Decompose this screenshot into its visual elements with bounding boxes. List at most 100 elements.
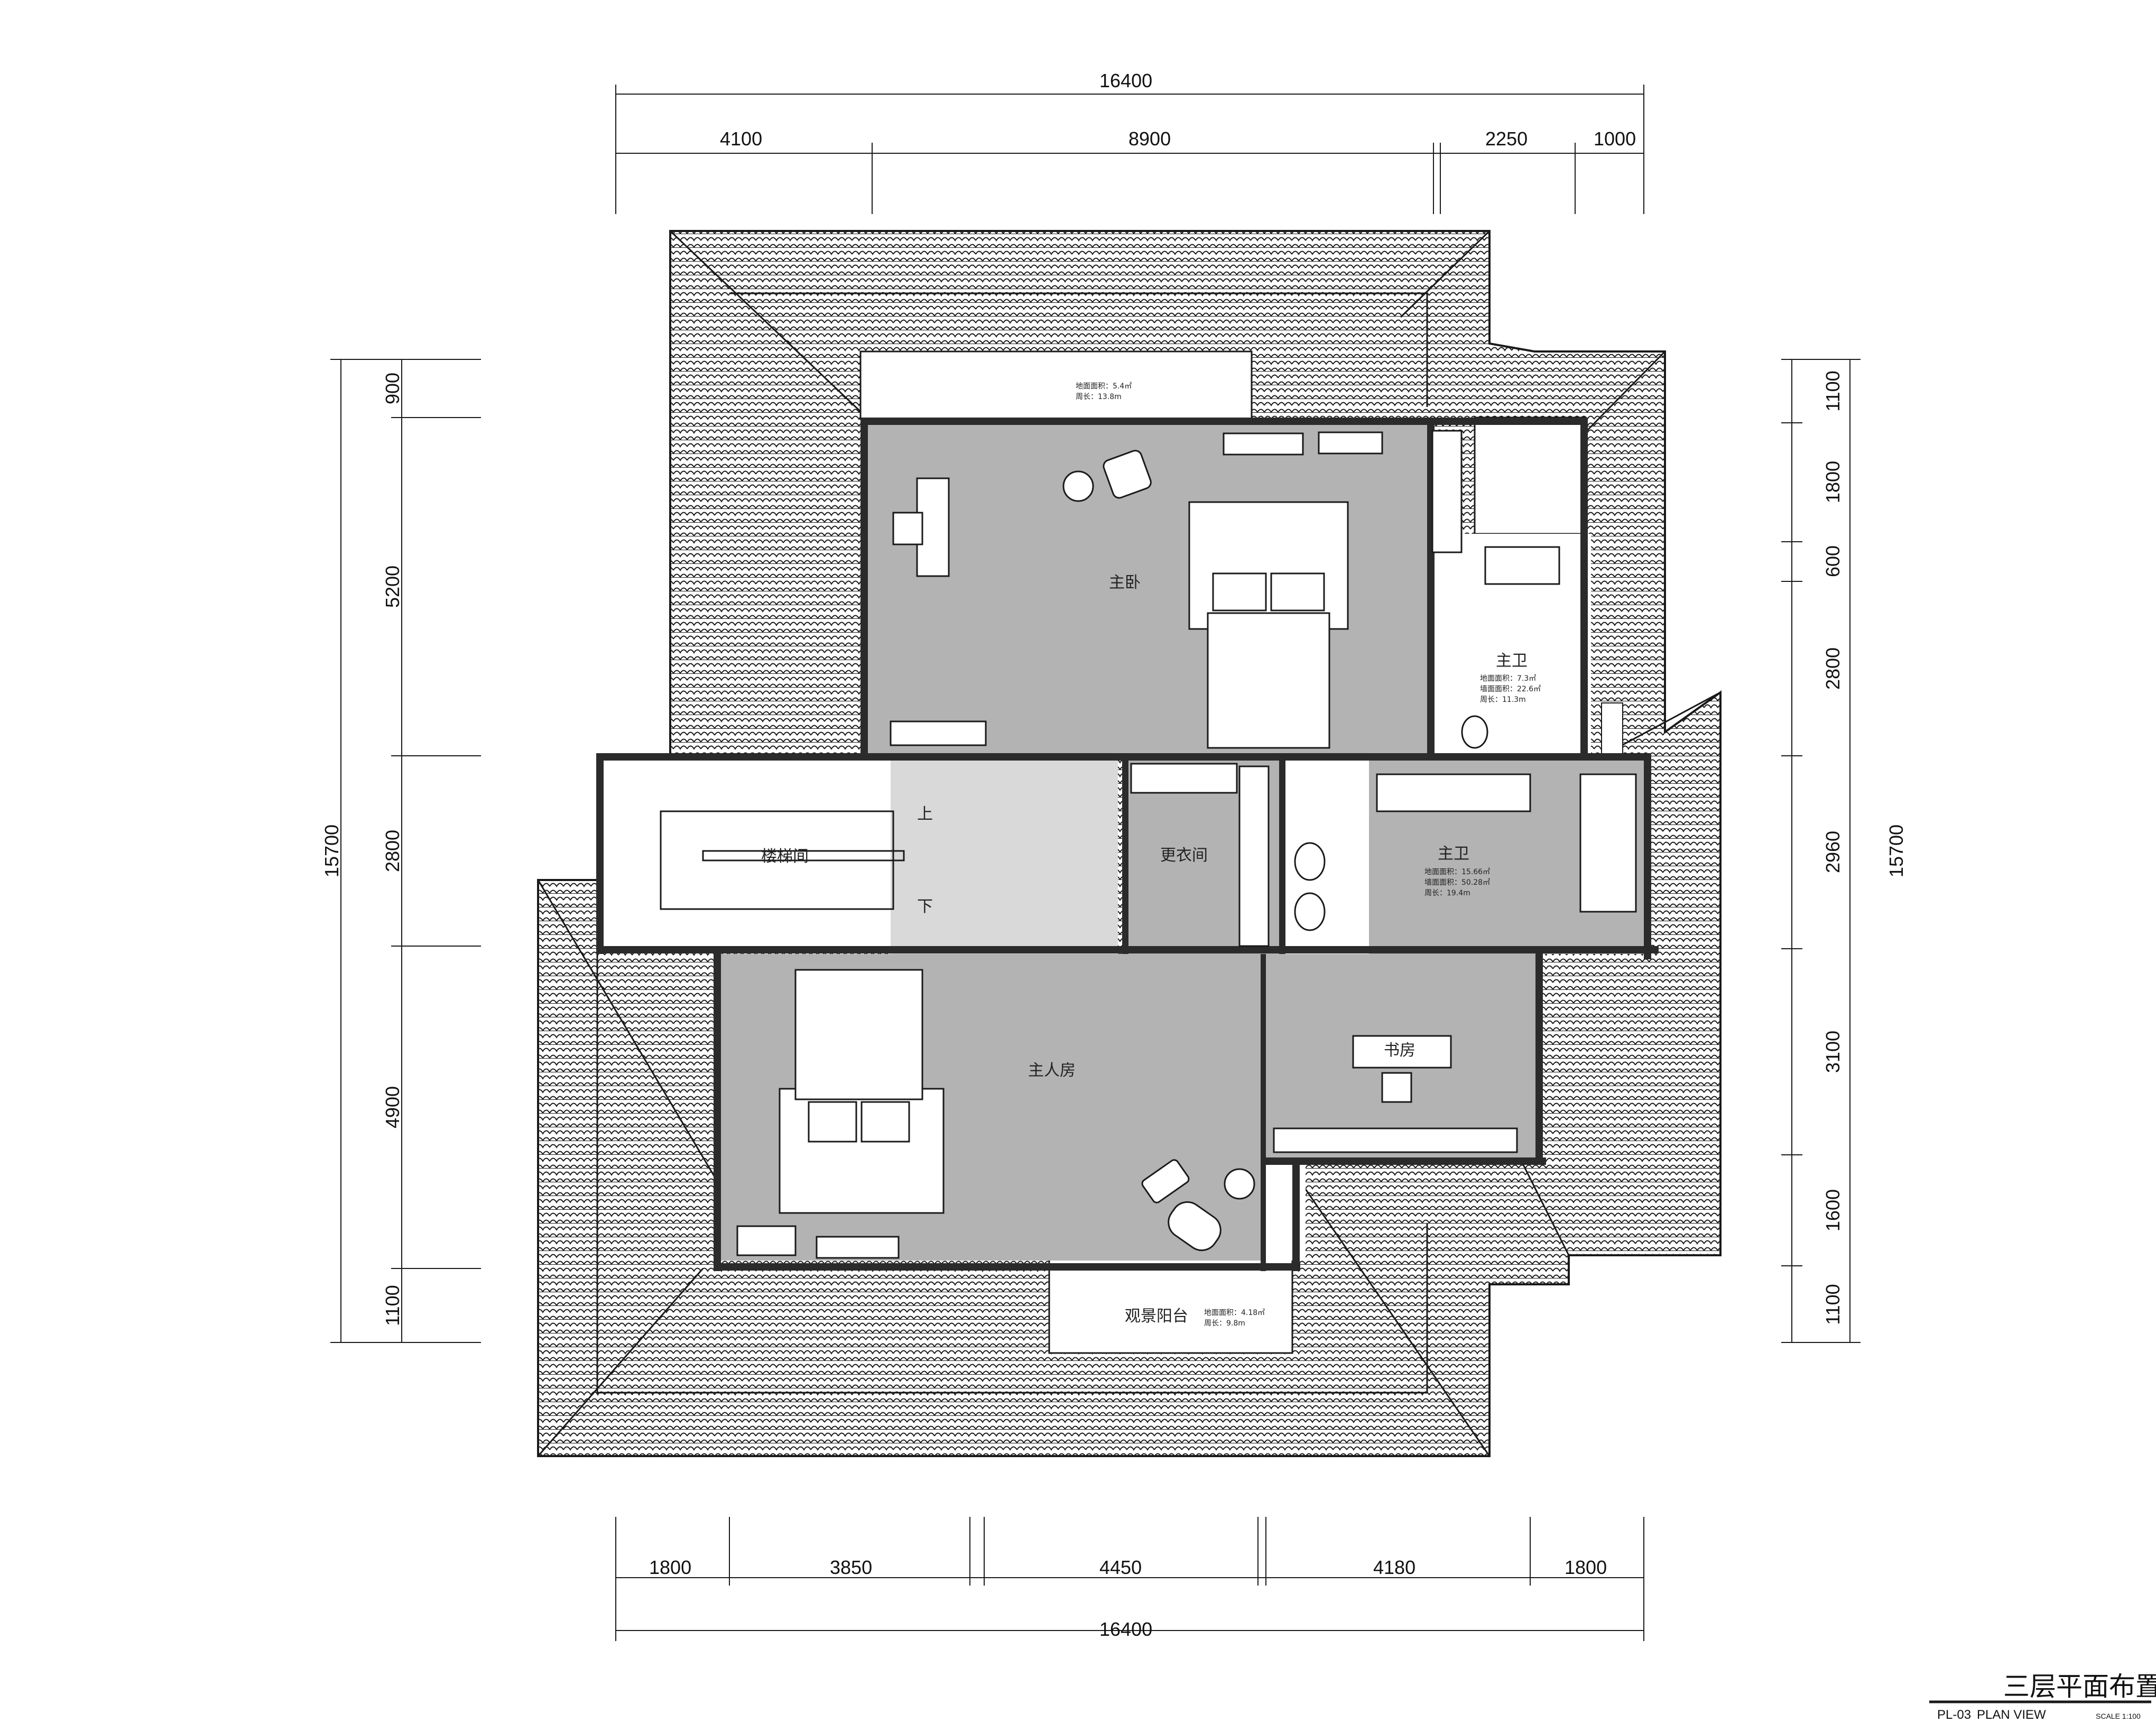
note-balcony-south-perimeter: 周长：9.8m [1204, 1319, 1245, 1328]
note-bath-north-perimeter: 周长：11.3m [1480, 696, 1526, 704]
toilet [1294, 842, 1326, 881]
desk-study [1352, 1035, 1452, 1069]
roof-hip [537, 1268, 704, 1457]
roof-gutter-north [729, 292, 1428, 407]
label-owner-room: 主人房 [1028, 1061, 1076, 1080]
dim-left-seg: 1100 [382, 1285, 403, 1326]
pillow [1212, 572, 1267, 612]
north-balcony [859, 350, 1253, 420]
area-notes: 地面面积：5.4㎡ 周长：13.8m 地面面积：7.3㎡ 墙面面积：22.6㎡ … [1076, 382, 1541, 1328]
pillow [860, 1101, 910, 1143]
dim-bottom-seg: 3850 [830, 1557, 872, 1578]
roof-hip [1612, 691, 1721, 752]
chair-north [892, 512, 923, 545]
dim-top-seg: 1000 [1594, 128, 1636, 150]
label-master-bedroom: 主卧 [1109, 573, 1141, 592]
armchair [1103, 450, 1152, 499]
roof-gutter-south [596, 935, 1428, 1394]
dim-right-seg: 1100 [1822, 1284, 1844, 1324]
roof-hip [1304, 1189, 1491, 1457]
dim-top-total: 16400 [1099, 70, 1152, 91]
dim-top-seg: 8900 [1128, 128, 1171, 150]
dim-bottom-seg: 1800 [1565, 1557, 1607, 1578]
bed-south-mattress [794, 969, 923, 1100]
dim-right-seg: 2960 [1822, 831, 1844, 873]
note-balcony-north-perimeter: 周长：13.8m [1076, 393, 1122, 401]
east-roof-strip [1474, 416, 1587, 535]
label-bath-north: 主卫 [1496, 652, 1528, 670]
dim-bottom-seg: 1800 [649, 1557, 691, 1578]
cabinet-north [890, 720, 987, 746]
side-table [1062, 470, 1094, 502]
drawing-code: PL-03 [1937, 1708, 1971, 1722]
note-bath-north-wall: 墙面面积：22.6㎡ [1480, 685, 1541, 693]
vanity-north [1318, 431, 1383, 455]
room-corridor [891, 758, 1118, 954]
toilet [1294, 892, 1326, 931]
dim-top-seg: 4100 [720, 128, 762, 150]
room-labels: 主卧 楼梯间 上 下 更衣间 主卫 主卫 主人房 书房 观景阳台 [761, 573, 1528, 1326]
dim-left-total: 15700 [321, 825, 343, 877]
label-bath-south: 主卫 [1438, 845, 1469, 863]
note-balcony-south-area: 地面面积：4.18㎡ [1204, 1309, 1265, 1317]
tv-cabinet-south [816, 1236, 900, 1259]
dimension-lines [330, 85, 1861, 1641]
dim-right-total: 15700 [1885, 825, 1907, 877]
label-stair-up: 上 [917, 805, 933, 823]
staircase [660, 810, 905, 910]
pillow [808, 1101, 857, 1143]
chair-study [1381, 1072, 1412, 1103]
dim-left-seg: 2800 [382, 830, 403, 872]
vanity-south [1376, 773, 1531, 812]
note-bath-south-perimeter: 周长：19.4m [1424, 889, 1470, 897]
cabinet-south [736, 1225, 797, 1256]
dim-left-seg: 900 [382, 373, 403, 404]
title-block: 三层平面布置图 PL-03 PLAN VIEW SCALE 1:100 [1929, 1671, 2156, 1722]
roof-hip [1400, 230, 1491, 318]
dim-top-seg: 2250 [1485, 128, 1528, 150]
wardrobe-north [1431, 430, 1463, 553]
bathtub [1579, 773, 1637, 913]
wardrobe-dressing-top [1130, 763, 1238, 794]
label-view-balcony: 观景阳台 [1125, 1307, 1188, 1326]
drawing-subtitle: PLAN VIEW [1977, 1708, 2046, 1722]
dim-left-seg: 4900 [382, 1086, 403, 1128]
dim-bottom-total: 16400 [1099, 1618, 1152, 1640]
dim-right-seg: 2800 [1822, 647, 1844, 690]
wardrobe-dressing [1238, 765, 1270, 947]
room-stairwell [603, 758, 891, 946]
dimension-labels: 16400 4100 8900 2250 1000 1800 3850 4450… [321, 70, 1907, 1640]
south-balcony [1048, 1258, 1293, 1354]
drawing-title: 三层平面布置图 [2003, 1671, 2156, 1702]
lounge-chair [1141, 1159, 1190, 1203]
lounge-chair [1168, 1201, 1222, 1252]
note-bath-north-floor: 地面面积：7.3㎡ [1480, 674, 1536, 683]
tv-cabinet [1223, 432, 1304, 456]
side-table [1224, 1168, 1255, 1200]
bed-north-mattress [1207, 612, 1330, 749]
drawing-scale: SCALE 1:100 [2096, 1712, 2141, 1720]
sink-north [1484, 546, 1560, 585]
dim-bottom-seg: 4180 [1373, 1557, 1415, 1578]
roof-hip [1521, 1162, 1570, 1256]
dim-right-seg: 1800 [1822, 461, 1844, 503]
toilet [1461, 715, 1488, 749]
pillow [1270, 572, 1325, 612]
dim-right-seg: 1600 [1822, 1189, 1844, 1231]
note-balcony-north-area: 地面面积：5.4㎡ [1076, 382, 1132, 391]
dim-left-seg: 5200 [382, 566, 403, 608]
note-bath-south-wall: 墙面面积：50.28㎡ [1424, 878, 1490, 887]
note-bath-south-floor: 地面面积：15.66㎡ [1424, 868, 1490, 876]
furniture [660, 430, 1637, 1259]
label-stairwell: 楼梯间 [761, 847, 809, 866]
label-study: 书房 [1384, 1041, 1415, 1060]
dim-right-seg: 600 [1822, 545, 1844, 577]
bookshelf-study [1273, 1127, 1518, 1153]
roof-hip [669, 230, 868, 419]
label-stair-down: 下 [917, 897, 933, 916]
dim-bottom-seg: 4450 [1099, 1557, 1142, 1578]
east-roof-strip-2 [1601, 702, 1623, 756]
roof-hip [537, 879, 720, 1184]
dim-right-seg: 1100 [1822, 370, 1844, 411]
